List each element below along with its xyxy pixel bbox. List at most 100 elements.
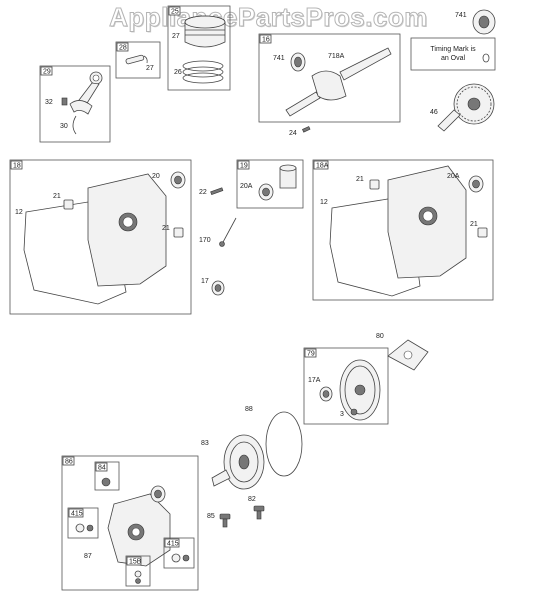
box-16-frame — [258, 33, 401, 123]
seal-415-right[interactable] — [171, 553, 190, 563]
pin-3[interactable] — [350, 408, 358, 416]
label-26[interactable]: 26 — [174, 69, 182, 76]
box-415-right-tag — [164, 538, 180, 548]
label-24[interactable]: 24 — [289, 130, 297, 137]
plug-84[interactable] — [101, 477, 111, 487]
label-741[interactable]: 741 — [455, 12, 467, 19]
box-29-number[interactable]: 29 — [43, 69, 51, 76]
box-84-number[interactable]: 84 — [98, 465, 106, 472]
box-19-tag — [237, 160, 250, 170]
fill-plug-21a[interactable] — [369, 179, 380, 190]
crankcase-cover[interactable] — [87, 173, 167, 287]
label-22[interactable]: 22 — [199, 189, 207, 196]
bearing-sleeve[interactable] — [279, 164, 297, 189]
connecting-rod[interactable] — [69, 71, 103, 115]
label-12-alt[interactable]: 12 — [320, 199, 328, 206]
box-19-number[interactable]: 19 — [240, 163, 248, 170]
timing-note-line2: an Oval — [441, 55, 466, 62]
box-28-number[interactable]: 28 — [119, 45, 127, 52]
label-20[interactable]: 20 — [152, 173, 160, 180]
label-17[interactable]: 17 — [201, 278, 209, 285]
box-18a-tag — [313, 160, 329, 170]
label-80[interactable]: 80 — [376, 333, 384, 340]
label-87[interactable]: 87 — [84, 553, 92, 560]
fill-plug-21[interactable] — [63, 199, 74, 210]
label-32[interactable]: 32 — [45, 99, 53, 106]
box-16-number[interactable]: 16 — [262, 37, 270, 44]
label-21-alt[interactable]: 21 — [356, 176, 364, 183]
part-24[interactable] — [302, 126, 311, 133]
box-16-tag — [259, 34, 272, 44]
label-27[interactable]: 27 — [172, 33, 180, 40]
seal-415-left[interactable] — [75, 523, 94, 533]
fill-plug-21-right[interactable] — [173, 227, 184, 238]
box-25-number[interactable]: 25 — [171, 9, 179, 16]
label-21-alt-right[interactable]: 21 — [470, 221, 478, 228]
label-21-right[interactable]: 21 — [162, 225, 170, 232]
timing-note-frame — [410, 37, 496, 71]
label-82[interactable]: 82 — [248, 496, 256, 503]
crankshaft[interactable] — [285, 47, 392, 117]
oil-seal-20a-cover[interactable] — [468, 175, 484, 193]
label-21[interactable]: 21 — [53, 193, 61, 200]
box-415-right-number[interactable]: 415 — [167, 541, 179, 548]
box-15b-number[interactable]: 15B — [129, 559, 142, 566]
rod-bolts[interactable] — [61, 97, 77, 135]
label-88[interactable]: 88 — [245, 406, 253, 413]
label-741-crank[interactable]: 741 — [273, 55, 285, 62]
label-170[interactable]: 170 — [199, 237, 211, 244]
oil-seal-17a[interactable] — [319, 386, 333, 402]
label-85[interactable]: 85 — [207, 513, 215, 520]
box-415-right-frame — [163, 537, 195, 569]
label-83[interactable]: 83 — [201, 440, 209, 447]
o-ring-88[interactable] — [265, 411, 303, 477]
box-79-number[interactable]: 79 — [307, 351, 315, 358]
label-17a[interactable]: 17A — [308, 377, 321, 384]
label-20a[interactable]: 20A — [240, 183, 253, 190]
box-15b-frame — [125, 555, 151, 587]
piston[interactable] — [184, 15, 226, 48]
label-3[interactable]: 3 — [340, 411, 344, 418]
label-20a-alt[interactable]: 20A — [447, 173, 460, 180]
bolt-22[interactable] — [210, 187, 224, 196]
timing-gear-741[interactable] — [472, 9, 496, 35]
box-18-frame — [9, 159, 192, 315]
box-28-tag — [116, 42, 129, 52]
box-29-frame — [39, 65, 111, 143]
box-79-tag — [304, 348, 317, 358]
crankshaft-gear[interactable] — [290, 52, 306, 72]
bearing-86[interactable] — [150, 485, 166, 503]
oil-seal-20[interactable] — [170, 171, 186, 189]
gasket-80[interactable] — [387, 339, 429, 371]
watermark: AppliancePartsPros.com — [109, 2, 428, 33]
camshaft[interactable] — [437, 83, 495, 132]
box-18-number[interactable]: 18 — [13, 163, 21, 170]
wrist-pin[interactable] — [125, 54, 148, 65]
governor-shaft-170[interactable] — [219, 217, 237, 247]
part-15b[interactable] — [134, 570, 142, 584]
oil-seal-20a[interactable] — [258, 183, 274, 201]
reduction-housing[interactable] — [339, 359, 381, 421]
box-28-frame — [115, 41, 161, 79]
label-27-pin[interactable]: 27 — [146, 65, 154, 72]
label-46[interactable]: 46 — [430, 109, 438, 116]
bolt-82[interactable] — [253, 505, 265, 520]
label-30[interactable]: 30 — [60, 123, 68, 130]
bolt-85[interactable] — [219, 513, 231, 528]
fill-plug-21a-right[interactable] — [477, 227, 488, 238]
box-18-tag — [10, 160, 23, 170]
label-12[interactable]: 12 — [15, 209, 23, 216]
box-18a-number[interactable]: 18A — [316, 163, 329, 170]
box-415-left-tag — [68, 508, 84, 518]
reduction-gear-83[interactable] — [211, 434, 265, 490]
gear-cover[interactable] — [107, 493, 171, 567]
label-718a[interactable]: 718A — [328, 53, 345, 60]
box-18a-frame — [312, 159, 494, 301]
box-415-left-number[interactable]: 415 — [71, 511, 83, 518]
oil-seal-17[interactable] — [211, 280, 225, 296]
box-86-number[interactable]: 86 — [65, 459, 73, 466]
box-79-frame — [303, 347, 389, 425]
piston-rings[interactable] — [182, 60, 224, 84]
crankcase-cover-alt[interactable] — [387, 165, 467, 279]
